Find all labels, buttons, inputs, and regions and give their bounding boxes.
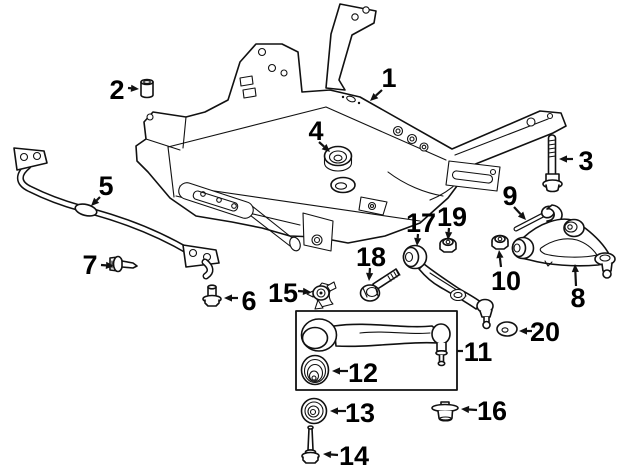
callout-4: 4 <box>308 116 330 152</box>
part-washer-20 <box>496 321 518 337</box>
part-bolt-14 <box>301 425 320 464</box>
callout-10: 10 <box>491 250 521 296</box>
callout-15: 15 <box>268 278 311 308</box>
callout-9: 9 <box>502 181 526 220</box>
callout-label-9: 9 <box>502 181 517 211</box>
part-bushing-2 <box>140 78 154 99</box>
part-bolt-18 <box>359 268 401 302</box>
part-stabilizer-bar <box>13 147 220 280</box>
part-bushing-12 <box>300 354 330 386</box>
callout-16: 16 <box>461 396 507 426</box>
callout-19: 19 <box>437 202 467 240</box>
callout-label-16: 16 <box>477 396 507 426</box>
part-upper-arm-8 <box>511 218 616 279</box>
part-nut-19 <box>439 237 457 253</box>
part-bolt-7 <box>109 255 138 273</box>
callout-7: 7 <box>82 250 114 280</box>
callout-label-2: 2 <box>109 75 124 105</box>
callout-14: 14 <box>323 441 369 471</box>
callout-1: 1 <box>370 63 397 101</box>
callout-18: 18 <box>356 242 386 281</box>
part-bolt-3 <box>542 134 563 193</box>
callout-label-1: 1 <box>381 63 396 93</box>
callout-label-18: 18 <box>356 242 386 272</box>
part-body-mount-4 <box>323 145 356 194</box>
callout-label-8: 8 <box>570 283 585 313</box>
callout-label-13: 13 <box>345 398 375 428</box>
callout-6: 6 <box>224 286 257 316</box>
callout-5: 5 <box>91 171 114 206</box>
callout-20: 20 <box>519 317 560 347</box>
callout-8: 8 <box>570 264 586 313</box>
part-lower-arm-17 <box>402 244 494 330</box>
callout-13: 13 <box>330 398 375 428</box>
part-bushing-13 <box>300 397 328 425</box>
callout-label-19: 19 <box>437 202 467 232</box>
part-crossmember <box>135 3 567 308</box>
part-boxed-arm-11 <box>295 310 458 391</box>
part-screw-15 <box>306 281 337 310</box>
part-nut-10 <box>491 234 509 250</box>
part-cap-16 <box>431 401 459 422</box>
callout-2: 2 <box>109 75 139 105</box>
callout-label-4: 4 <box>308 116 323 146</box>
callout-label-17: 17 <box>406 208 436 238</box>
callout-11: 11 <box>457 337 492 367</box>
callout-12: 12 <box>332 358 378 388</box>
callout-label-6: 6 <box>241 286 256 316</box>
callout-label-7: 7 <box>82 250 97 280</box>
callout-label-15: 15 <box>268 278 298 308</box>
callout-label-14: 14 <box>339 441 369 471</box>
callout-label-10: 10 <box>491 266 521 296</box>
callout-label-3: 3 <box>578 146 593 176</box>
callout-label-20: 20 <box>530 317 560 347</box>
part-bolt-6 <box>202 284 222 307</box>
callout-3: 3 <box>559 146 594 176</box>
callout-label-11: 11 <box>464 337 493 367</box>
callout-label-5: 5 <box>98 171 113 201</box>
callout-label-12: 12 <box>348 358 378 388</box>
callout-17: 17 <box>406 208 436 246</box>
